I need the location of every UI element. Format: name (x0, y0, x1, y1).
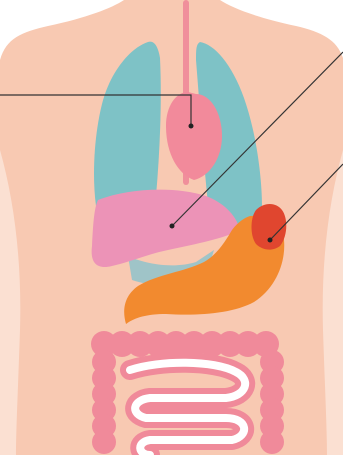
large-intestine-segment (260, 430, 284, 454)
spleen (252, 204, 287, 250)
large-intestine-segment (92, 430, 116, 454)
spleen-leader-dot (268, 238, 273, 243)
heart-leader-dot (189, 124, 194, 129)
liver-leader-dot (170, 224, 175, 229)
